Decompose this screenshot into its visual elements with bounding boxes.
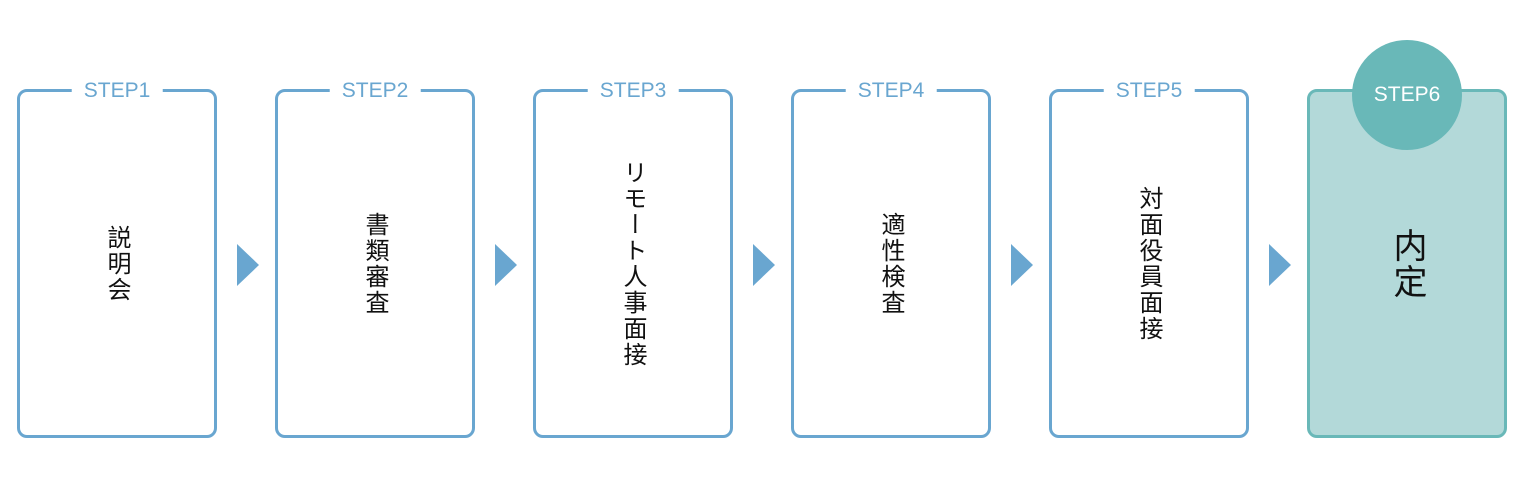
- step-1-label: STEP1: [71, 78, 163, 104]
- step-2-label: STEP2: [329, 78, 421, 104]
- arrow-right-icon: [237, 244, 259, 286]
- step-3: STEP3 リモート人事面接: [533, 78, 733, 438]
- arrow-right-icon: [753, 244, 775, 286]
- step-3-title: リモート人事面接: [619, 159, 647, 368]
- step-2: STEP2 書類審査: [275, 78, 475, 438]
- step-5: STEP5 対面役員面接: [1049, 78, 1249, 438]
- arrow-right-icon: [1269, 244, 1291, 286]
- step-6-title: 内定: [1387, 227, 1427, 300]
- step-3-label: STEP3: [587, 78, 679, 104]
- step-4-label: STEP4: [845, 78, 937, 104]
- step-1-title: 説明会: [103, 224, 131, 303]
- step-6-badge: STEP6: [1352, 40, 1462, 150]
- step-2-title: 書類審査: [361, 211, 389, 316]
- arrow-right-icon: [1011, 244, 1033, 286]
- step-6: STEP6 内定: [1307, 40, 1507, 438]
- step-4-title: 適性検査: [877, 211, 905, 316]
- step-5-title: 対面役員面接: [1135, 185, 1163, 342]
- step-1: STEP1 説明会: [17, 78, 217, 438]
- step-6-label: STEP6: [1373, 83, 1441, 106]
- arrow-right-icon: [495, 244, 517, 286]
- step-4: STEP4 適性検査: [791, 78, 991, 438]
- step-5-label: STEP5: [1103, 78, 1195, 104]
